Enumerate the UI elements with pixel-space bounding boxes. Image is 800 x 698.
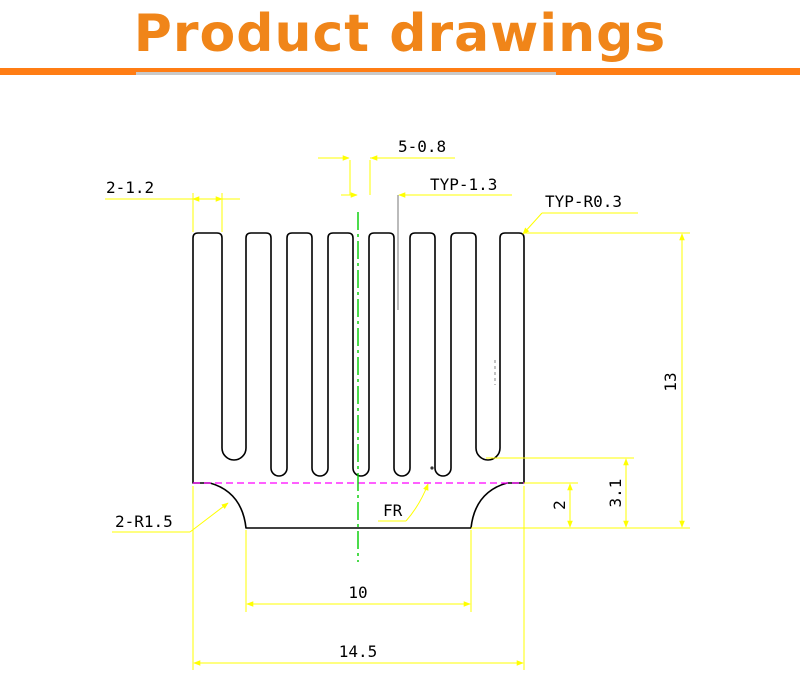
dim-label-flange-height: 2 — [550, 500, 569, 510]
dim-label-gap-width: TYP-1.3 — [430, 175, 497, 194]
dim-tip-radius: TYP-R0.3 — [522, 192, 638, 235]
dim-label-fin-thickness: 5-0.8 — [398, 137, 446, 156]
title-shadow-strip — [136, 72, 556, 75]
dim-flange-height: 2 — [524, 482, 578, 528]
dim-fin-thickness: 5-0.8 — [318, 137, 455, 195]
dim-edge-fin: 2-1.2 — [105, 178, 240, 232]
dim-label-fillet: FR — [383, 501, 403, 520]
dim-label-total-height: 13 — [661, 372, 680, 391]
dim-label-bottom-width: 10 — [348, 583, 367, 602]
title-underline-bar — [0, 68, 800, 75]
dim-label-foot-radius: 2-R1.5 — [115, 512, 173, 531]
dim-total-height: 13 — [471, 232, 690, 529]
dim-total-width: 14.5 — [192, 486, 525, 670]
dim-base-height: 3.1 — [486, 457, 634, 528]
dim-foot-radius: 2-R1.5 — [112, 502, 229, 533]
dim-label-base-height: 3.1 — [606, 479, 625, 508]
page-title: Product drawings — [133, 4, 667, 64]
dim-label-edge-fin: 2-1.2 — [106, 178, 154, 197]
dim-label-tip-radius: TYP-R0.3 — [545, 192, 622, 211]
fin-reference-dot — [430, 466, 434, 470]
dim-gap-width: TYP-1.3 — [341, 175, 512, 198]
dim-fillet: FR — [378, 483, 429, 522]
dim-label-total-width: 14.5 — [339, 642, 378, 661]
dim-bottom-width: 10 — [245, 530, 472, 612]
heatsink-profile-outline — [192, 232, 525, 529]
